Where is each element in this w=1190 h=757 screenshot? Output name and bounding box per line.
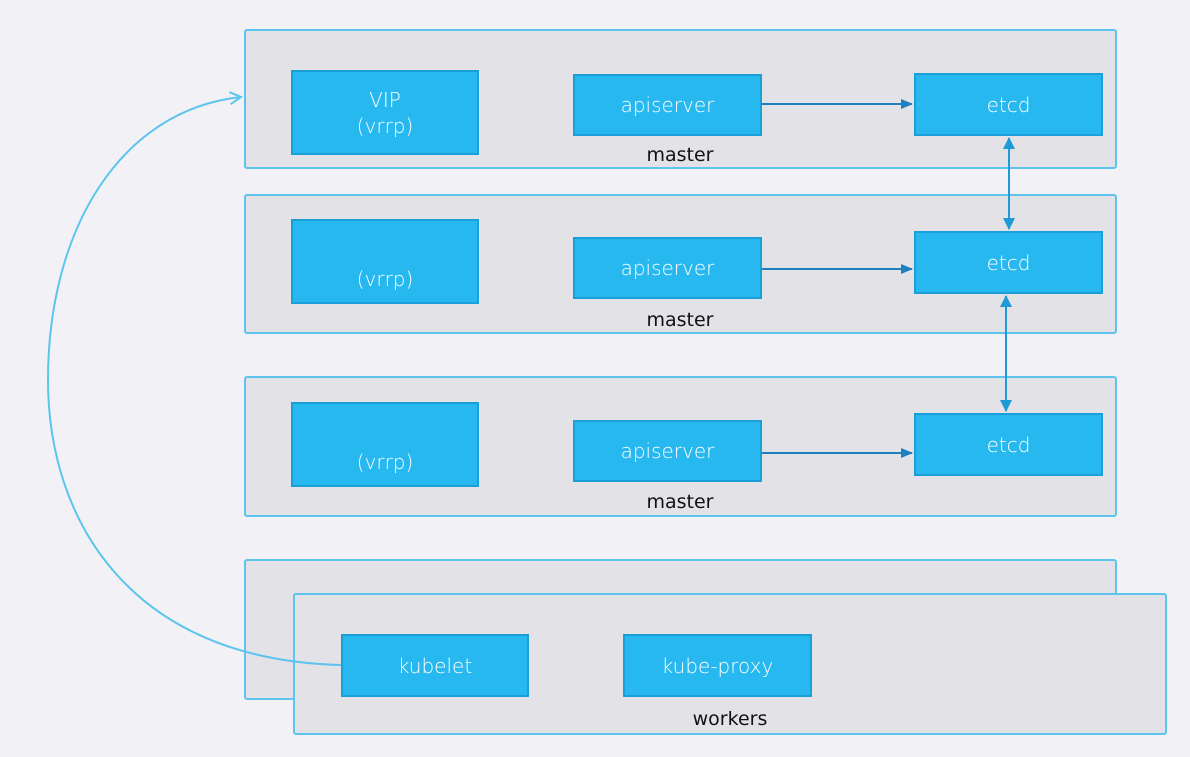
workers-label: workers (692, 708, 768, 730)
apiserver-box-2[interactable]: apiserver (573, 237, 762, 299)
etcd-label-3: etcd (986, 432, 1031, 457)
master-label-2: master (646, 309, 714, 331)
kubelet-box[interactable]: kubelet (341, 634, 529, 697)
etcd-box-2[interactable]: etcd (914, 231, 1103, 294)
apiserver-label-1: apiserver (620, 93, 715, 117)
kube-proxy-box[interactable]: kube-proxy (623, 634, 812, 697)
vrrp-box-2[interactable]: (vrrp) (291, 219, 479, 304)
master-label-3: master (646, 491, 714, 513)
apiserver-label-2: apiserver (620, 256, 715, 280)
etcd-label-1: etcd (986, 92, 1031, 117)
apiserver-box-1[interactable]: apiserver (573, 74, 762, 136)
vrrp-label-3: (vrrp) (356, 450, 414, 474)
vrrp-label-2: (vrrp) (356, 267, 414, 291)
kubelet-label: kubelet (397, 653, 473, 678)
etcd-box-1[interactable]: etcd (914, 73, 1103, 136)
vrrp-label-1: (vrrp) (356, 113, 414, 138)
apiserver-label-3: apiserver (620, 439, 715, 463)
kube-proxy-label: kube-proxy (661, 653, 774, 678)
arrow-kubelet-vip (46, 97, 342, 666)
vip-vrrp-box-1[interactable]: VIP (vrrp) (291, 70, 479, 155)
master-label-1: master (646, 144, 714, 166)
vip-label-1: VIP (369, 87, 401, 112)
etcd-label-2: etcd (986, 250, 1031, 275)
etcd-box-3[interactable]: etcd (914, 413, 1103, 476)
vrrp-box-3[interactable]: (vrrp) (291, 402, 479, 487)
apiserver-box-3[interactable]: apiserver (573, 420, 762, 482)
